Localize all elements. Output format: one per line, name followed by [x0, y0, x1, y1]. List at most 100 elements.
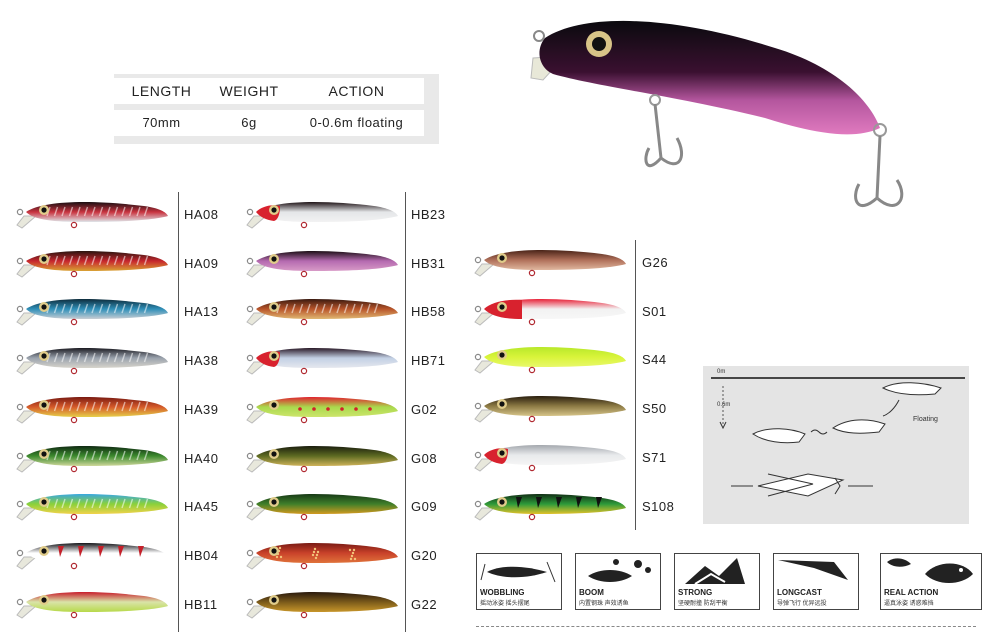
lure-color-code: G26 [642, 255, 669, 270]
lure-item [472, 437, 637, 477]
longcast-icon [778, 560, 848, 580]
feature-subtitle: 摇动泳姿 摇头摆尾 [480, 601, 530, 607]
lure-image [474, 347, 626, 375]
spec-value-weight: 6g [241, 115, 257, 130]
lure-item [472, 242, 637, 282]
lure-color-code: G22 [411, 596, 438, 612]
lure-color-code: HA09 [184, 255, 219, 271]
lure-color-code: HA45 [184, 499, 219, 515]
lure-color-code: S71 [642, 449, 667, 465]
feature-wobbling: WOBBLING 摇动泳姿 摇头摆尾 [476, 553, 562, 610]
lure-image [246, 591, 398, 619]
real-action-icon [887, 558, 973, 583]
lure-color-code: G09 [411, 499, 438, 515]
spec-value-action: 0-0.6m floating [309, 115, 404, 130]
lure-color-code: HB04 [184, 547, 219, 563]
lure-item [244, 243, 409, 283]
lure-item [472, 486, 637, 526]
lure-image [246, 299, 398, 327]
lure-item [14, 340, 179, 380]
lure-image [16, 202, 168, 229]
lure-body [256, 494, 398, 515]
lure-image [474, 298, 626, 326]
lure-body [256, 445, 398, 466]
column-divider-3 [635, 240, 636, 530]
lure-item [472, 291, 637, 331]
lure-color-code: S108 [642, 498, 675, 514]
feature-longcast: LONGCAST 导弹飞行 优异远投 [773, 553, 859, 610]
lure-item [244, 584, 409, 624]
lure-item [244, 486, 409, 526]
lure-image [474, 396, 626, 423]
feature-subtitle: 内置钢珠 声效诱鱼 [579, 601, 629, 607]
lure-color-code: HA39 [184, 401, 219, 417]
lure-color-code: HB31 [411, 255, 446, 271]
lure-image [474, 444, 626, 472]
spec-header-weight: WEIGHT [219, 83, 279, 99]
spec-table: LENGTH WEIGHT ACTION 70mm 6g 0-0.6m floa… [114, 74, 439, 144]
lure-image [246, 494, 398, 521]
spec-value-row: 70mm 6g 0-0.6m floating [114, 110, 424, 136]
feature-subtitle: 坚硬耐撞 防刮平衡 [678, 601, 728, 607]
bottom-dotted-line [476, 626, 976, 627]
lure-color-code: G02 [411, 401, 438, 417]
lure-item [244, 194, 409, 234]
lure-item [244, 340, 409, 380]
lure-item [14, 438, 179, 478]
depth-bottom-label: 0.6m [717, 402, 731, 408]
lure-body [256, 396, 398, 417]
lure-color-code: HA08 [184, 207, 219, 222]
lure-body [484, 347, 626, 368]
lure-color-code: S50 [642, 401, 667, 417]
feature-title: BOOM [579, 588, 604, 597]
wobble-icon [480, 561, 556, 583]
lure-body [484, 444, 626, 465]
lure-item [14, 389, 179, 429]
feature-title: STRONG [678, 588, 713, 597]
lure-image [246, 202, 398, 229]
lure-color-code: S01 [642, 303, 667, 319]
lure-item [14, 194, 179, 234]
lure-body [256, 250, 398, 271]
feature-boom: BOOM 内置钢珠 声效诱鱼 [575, 553, 661, 610]
floating-label: Floating [913, 416, 938, 423]
feature-title: WOBBLING [480, 588, 525, 597]
lure-image [16, 299, 168, 327]
lure-image [16, 591, 168, 619]
lure-color-code: HB71 [411, 353, 446, 369]
feature-title: LONGCAST [777, 588, 822, 597]
depth-top-label: 0m [717, 369, 726, 375]
feature-subtitle: 导弹飞行 优异远投 [777, 601, 827, 607]
lure-color-code: HB11 [184, 596, 218, 612]
lure-item [14, 486, 179, 526]
boom-icon [588, 559, 651, 582]
lure-image [16, 250, 168, 278]
lure-body [26, 591, 168, 612]
column-divider-2 [405, 192, 406, 632]
lure-image [16, 396, 168, 424]
lure-color-code: HA13 [184, 304, 219, 320]
lure-image [474, 250, 626, 277]
lure-color-code: G08 [411, 450, 438, 466]
lure-body [484, 396, 626, 417]
lure-color-code: HB23 [411, 207, 446, 222]
lure-body [256, 202, 398, 222]
column-divider-1 [178, 192, 179, 632]
lure-image [16, 542, 168, 570]
spec-header-length: LENGTH [131, 83, 192, 99]
lure-body [256, 591, 398, 612]
feature-strong: STRONG 坚硬耐撞 防刮平衡 [674, 553, 760, 610]
lure-color-code: HA38 [184, 353, 219, 369]
lure-image [246, 348, 398, 375]
lure-item [14, 243, 179, 283]
spec-value-length: 70mm [142, 115, 181, 130]
lure-color-code: HA40 [184, 450, 219, 466]
hero-lure-image [530, 20, 904, 207]
lure-color-code: G20 [411, 547, 438, 563]
lure-item [472, 339, 637, 379]
lure-image [16, 348, 168, 375]
lure-item [472, 388, 637, 428]
lure-item [14, 291, 179, 331]
lure-body [256, 542, 398, 563]
lure-color-code: HB58 [411, 304, 446, 320]
